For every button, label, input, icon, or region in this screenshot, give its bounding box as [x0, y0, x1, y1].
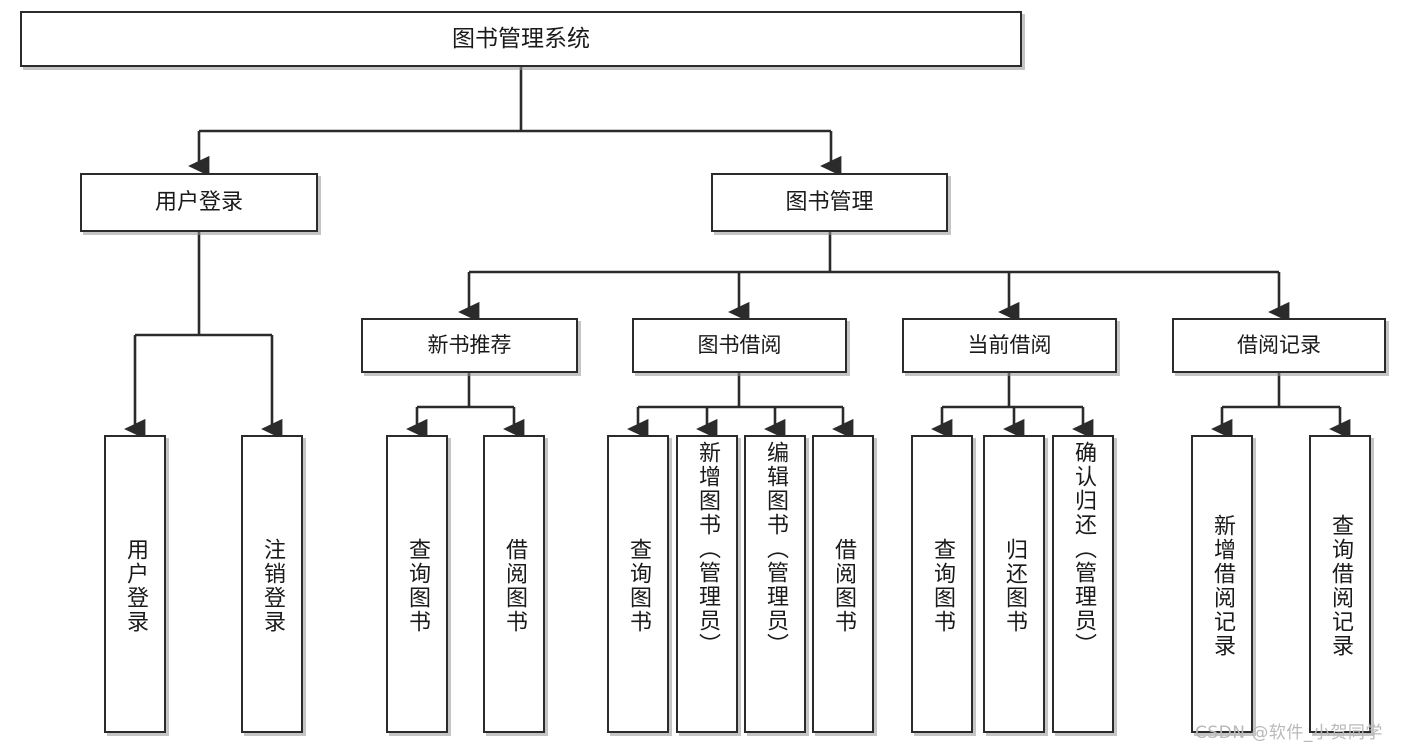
node-leaf-user-login[interactable]: 用户登录 [104, 435, 166, 733]
node-user-login-label: 用户登录 [154, 189, 243, 215]
node-leaf-return-book[interactable]: 归还图书 [983, 435, 1045, 733]
node-leaf-borrow-book-b[interactable]: 借阅图书 [812, 435, 874, 733]
node-root-system[interactable]: 图书管理系统 [20, 11, 1022, 67]
node-leaf-edit-book-label: 编辑图书（管理员） [763, 441, 788, 657]
node-leaf-query-record-label: 查询借阅记录 [1328, 514, 1353, 658]
node-leaf-borrow-book-a-label: 借阅图书 [502, 538, 527, 634]
node-leaf-add-book-label: 新增图书（管理员） [695, 441, 720, 657]
node-book-borrow-label: 图书借阅 [697, 333, 782, 358]
node-leaf-borrow-book-a[interactable]: 借阅图书 [483, 435, 545, 733]
node-current-borrow[interactable]: 当前借阅 [902, 318, 1117, 373]
csdn-watermark: CSDN @软件_小贺同学 [1195, 723, 1383, 743]
node-leaf-add-book[interactable]: 新增图书（管理员） [676, 435, 738, 733]
node-leaf-query-book-b[interactable]: 查询图书 [607, 435, 669, 733]
node-current-borrow-label: 当前借阅 [967, 333, 1052, 358]
node-leaf-query-book-c-label: 查询图书 [930, 538, 955, 634]
node-new-book-recommend-label: 新书推荐 [427, 333, 512, 358]
node-leaf-query-book-b-label: 查询图书 [626, 538, 651, 634]
node-leaf-add-record[interactable]: 新增借阅记录 [1191, 435, 1253, 733]
node-book-borrow[interactable]: 图书借阅 [632, 318, 847, 373]
node-leaf-add-record-label: 新增借阅记录 [1210, 514, 1235, 658]
node-book-management-label: 图书管理 [785, 189, 874, 215]
node-leaf-query-book-a-label: 查询图书 [405, 538, 430, 634]
node-leaf-query-record[interactable]: 查询借阅记录 [1309, 435, 1371, 733]
node-borrow-record-label: 借阅记录 [1237, 333, 1321, 358]
node-borrow-record[interactable]: 借阅记录 [1172, 318, 1386, 373]
node-leaf-confirm-return[interactable]: 确认归还（管理员） [1052, 435, 1114, 733]
node-leaf-edit-book[interactable]: 编辑图书（管理员） [744, 435, 806, 733]
node-new-book-recommend[interactable]: 新书推荐 [361, 318, 578, 373]
node-root-system-label: 图书管理系统 [452, 25, 590, 52]
node-leaf-borrow-book-b-label: 借阅图书 [831, 538, 856, 634]
node-leaf-query-book-c[interactable]: 查询图书 [911, 435, 973, 733]
node-leaf-return-book-label: 归还图书 [1002, 538, 1027, 634]
node-user-login[interactable]: 用户登录 [80, 173, 318, 232]
node-leaf-user-login-label: 用户登录 [123, 538, 148, 634]
node-leaf-confirm-return-label: 确认归还（管理员） [1071, 441, 1096, 657]
node-leaf-logout-login-label: 注销登录 [260, 538, 285, 634]
node-leaf-logout-login[interactable]: 注销登录 [241, 435, 303, 733]
node-leaf-query-book-a[interactable]: 查询图书 [386, 435, 448, 733]
node-book-management[interactable]: 图书管理 [711, 173, 948, 232]
